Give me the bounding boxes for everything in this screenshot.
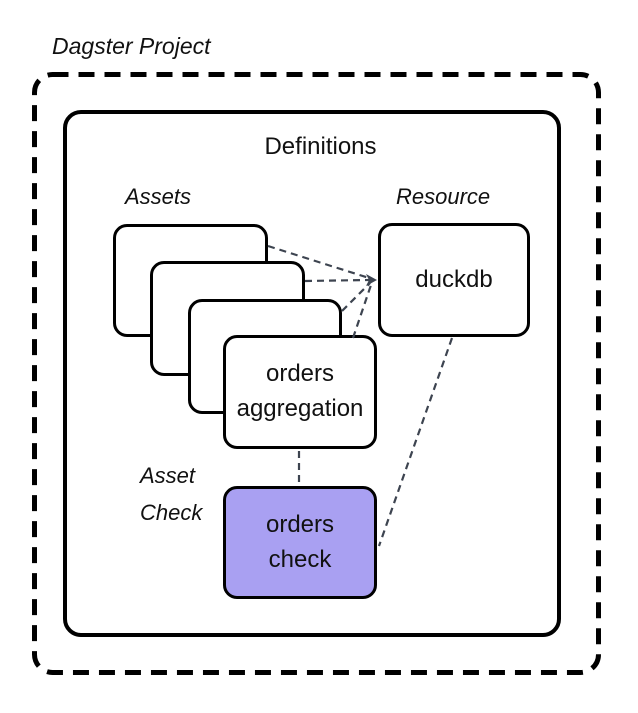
resource-card-duckdb: duckdb: [378, 223, 530, 337]
assets-label: Assets: [125, 184, 192, 209]
asset-card-orders-aggregation: orders aggregation: [223, 335, 377, 449]
connector-asset2-duckdb: [304, 278, 370, 283]
connector-duckdb-check: [377, 337, 454, 547]
asset-check-label: Asset Check: [140, 463, 203, 525]
connector-asset3-duckdb: [341, 282, 371, 312]
asset-check-card-orders-check: orders check: [223, 486, 377, 599]
project-label: Dagster Project: [52, 33, 211, 59]
definitions-label: Definitions: [264, 133, 377, 160]
connector-asset4-duckdb: [351, 284, 373, 339]
resource-label: Resource: [396, 184, 491, 209]
arrowhead-icon: [366, 274, 377, 286]
